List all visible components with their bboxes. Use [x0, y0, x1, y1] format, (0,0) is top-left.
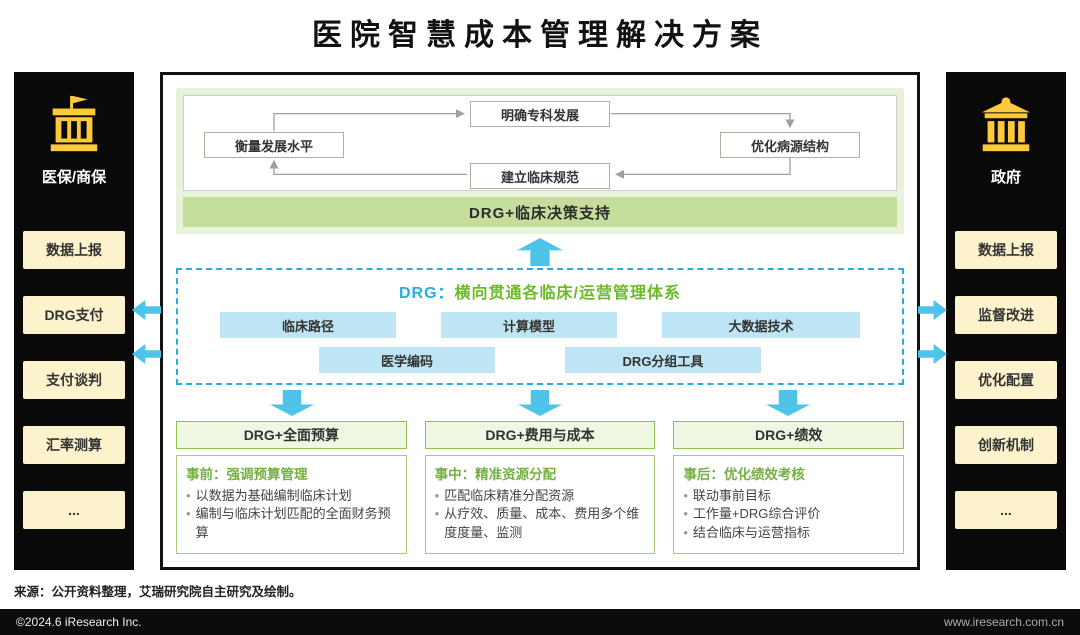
decision-support-bar: DRG+临床决策支持: [183, 197, 897, 227]
bullet-dot-icon: •: [186, 506, 191, 522]
bullet-text: 从疗效、质量、成本、费用多个维度度量、监测: [444, 506, 640, 540]
government-building-icon: [973, 92, 1039, 158]
drg-tech-row-2: 医学编码 DRG分组工具: [190, 347, 890, 373]
card-subtitle: 事前：强调预算管理: [186, 467, 308, 482]
left-sidebar-label: 医保/商保: [41, 169, 107, 186]
card-body: 事中：精准资源分配 •匹配临床精准分配资源 •从疗效、质量、成本、费用多个维度度…: [424, 455, 656, 554]
drg-cards-row: DRG+全面预算 事前：强调预算管理 •以数据为基础编制临床计划 •编制与临床计…: [176, 421, 905, 554]
card-body: 事前：强调预算管理 •以数据为基础编制临床计划 •编制与临床计划匹配的全面财务预…: [176, 455, 407, 554]
bullet-text: 以数据为基础编制临床计划: [195, 488, 352, 503]
drg-title-prefix: DRG：: [398, 285, 455, 302]
bullet-dot-icon: •: [683, 488, 688, 503]
cycle-arrows-icon: [269, 109, 795, 179]
left-sidebar: 医保/商保 数据上报 DRG支付 支付谈判 汇率测算 ...: [14, 72, 134, 570]
bullet-dot-icon: •: [434, 488, 440, 503]
cycle-node-specialty: 明确专科发展: [470, 101, 610, 127]
up-arrow-icon: [517, 238, 563, 266]
source-note: 来源：公开资料整理，艾瑞研究院自主研究及绘制。: [14, 585, 302, 599]
tech-box-clinical-path: 临床路径: [220, 312, 396, 338]
tech-box-calc-model: 计算模型: [441, 312, 617, 338]
bullet-text: 结合临床与运营指标: [692, 524, 810, 540]
bullet-text: 匹配临床精准分配资源: [444, 488, 575, 503]
card-cost: DRG+费用与成本 事中：精准资源分配 •匹配临床精准分配资源 •从疗效、质量、…: [424, 421, 656, 554]
card-performance: DRG+绩效 事后：优化绩效考核 •联动事前目标 •工作量+DRG综合评价 •结…: [673, 421, 905, 554]
bullet-text: 编制与临床计划匹配的全面财务预算: [195, 506, 391, 540]
bullet-dot-icon: •: [434, 506, 440, 522]
bullet-item: •从疗效、质量、成本、费用多个维度度量、监测: [435, 505, 646, 542]
footer-copyright: ©2024.6 iResearch Inc.: [16, 615, 142, 629]
development-cycle: 明确专科发展 衡量发展水平 优化病源结构 建立临床规范: [183, 95, 897, 191]
drg-title-rest: 横向贯通各临床/运营管理体系: [454, 285, 681, 302]
tech-box-bigdata: 大数据技术: [662, 312, 860, 338]
card-body: 事后：优化绩效考核 •联动事前目标 •工作量+DRG综合评价 •结合临床与运营指…: [673, 455, 905, 554]
list-item: ...: [955, 491, 1057, 529]
center-solution-box: 明确专科发展 衡量发展水平 优化病源结构 建立临床规范 DRG+临床决策支持 D…: [160, 72, 920, 570]
list-item: 优化配置: [955, 361, 1057, 399]
right-sidebar-items: 数据上报 监督改进 优化配置 创新机制 ...: [955, 231, 1057, 529]
bullet-text: 工作量+DRG综合评价: [692, 506, 821, 522]
list-item: 创新机制: [955, 426, 1057, 464]
drg-system-title: DRG：横向贯通各临床/运营管理体系: [190, 279, 890, 303]
cycle-node-optimize: 优化病源结构: [720, 132, 860, 158]
down-arrow-icon: [518, 390, 562, 416]
bullet-item: • 联动事前目标: [683, 487, 894, 505]
bullet-dot-icon: •: [683, 506, 688, 522]
down-arrow-icon: [766, 390, 810, 416]
bullet-dot-icon: •: [186, 488, 191, 503]
cycle-node-standard: 建立临床规范: [470, 163, 610, 189]
bullet-item: •工作量+DRG综合评价: [683, 505, 894, 523]
card-header: DRG+全面预算: [176, 421, 407, 449]
card-subtitle: 事中：精准资源分配: [434, 467, 557, 482]
list-item: DRG支付: [23, 296, 125, 334]
list-item: ...: [23, 491, 125, 529]
card-header: DRG+绩效: [673, 421, 905, 449]
drg-tech-row-1: 临床路径 计算模型 大数据技术: [190, 312, 890, 338]
bullet-item: •编制与临床计划匹配的全面财务预算: [186, 505, 397, 542]
right-arrow-icon: [918, 300, 947, 320]
bullet-item: •结合临床与运营指标: [683, 524, 894, 542]
card-header: DRG+费用与成本: [424, 421, 656, 449]
footer-url: www.iresearch.com.cn: [943, 615, 1064, 629]
insurance-bank-icon: [41, 92, 107, 158]
list-item: 数据上报: [23, 231, 125, 269]
drg-system-box: DRG：横向贯通各临床/运营管理体系 临床路径 计算模型 大数据技术 医学编码 …: [176, 268, 904, 385]
left-sidebar-items: 数据上报 DRG支付 支付谈判 汇率测算 ...: [23, 231, 125, 529]
card-budget: DRG+全面预算 事前：强调预算管理 •以数据为基础编制临床计划 •编制与临床计…: [176, 421, 407, 554]
card-subtitle: 事后：优化绩效考核: [683, 467, 805, 482]
right-sidebar: 政府 数据上报 监督改进 优化配置 创新机制 ...: [946, 72, 1066, 570]
cycle-node-measure: 衡量发展水平: [204, 132, 344, 158]
left-arrow-icon: [132, 344, 161, 364]
down-arrow-icon: [270, 390, 314, 416]
bullet-dot-icon: •: [683, 524, 688, 540]
list-item: 监督改进: [955, 296, 1057, 334]
bullet-text: 联动事前目标: [692, 488, 771, 503]
page-title: 医院智慧成本管理解决方案: [312, 19, 768, 52]
left-arrow-icon: [132, 300, 161, 320]
list-item: 数据上报: [955, 231, 1057, 269]
tech-box-medical-coding: 医学编码: [319, 347, 495, 373]
clinical-decision-panel: 明确专科发展 衡量发展水平 优化病源结构 建立临床规范 DRG+临床决策支持: [176, 88, 904, 234]
bullet-item: • 匹配临床精准分配资源: [435, 487, 646, 505]
footer-bar: ©2024.6 iResearch Inc. www.iresearch.com…: [0, 609, 1080, 635]
list-item: 支付谈判: [23, 361, 125, 399]
right-arrow-icon: [918, 344, 947, 364]
tech-box-drg-grouping: DRG分组工具: [565, 347, 761, 373]
list-item: 汇率测算: [23, 426, 125, 464]
right-sidebar-label: 政府: [990, 169, 1021, 186]
bullet-item: • 以数据为基础编制临床计划: [186, 487, 397, 505]
down-arrows-row: [176, 390, 904, 416]
